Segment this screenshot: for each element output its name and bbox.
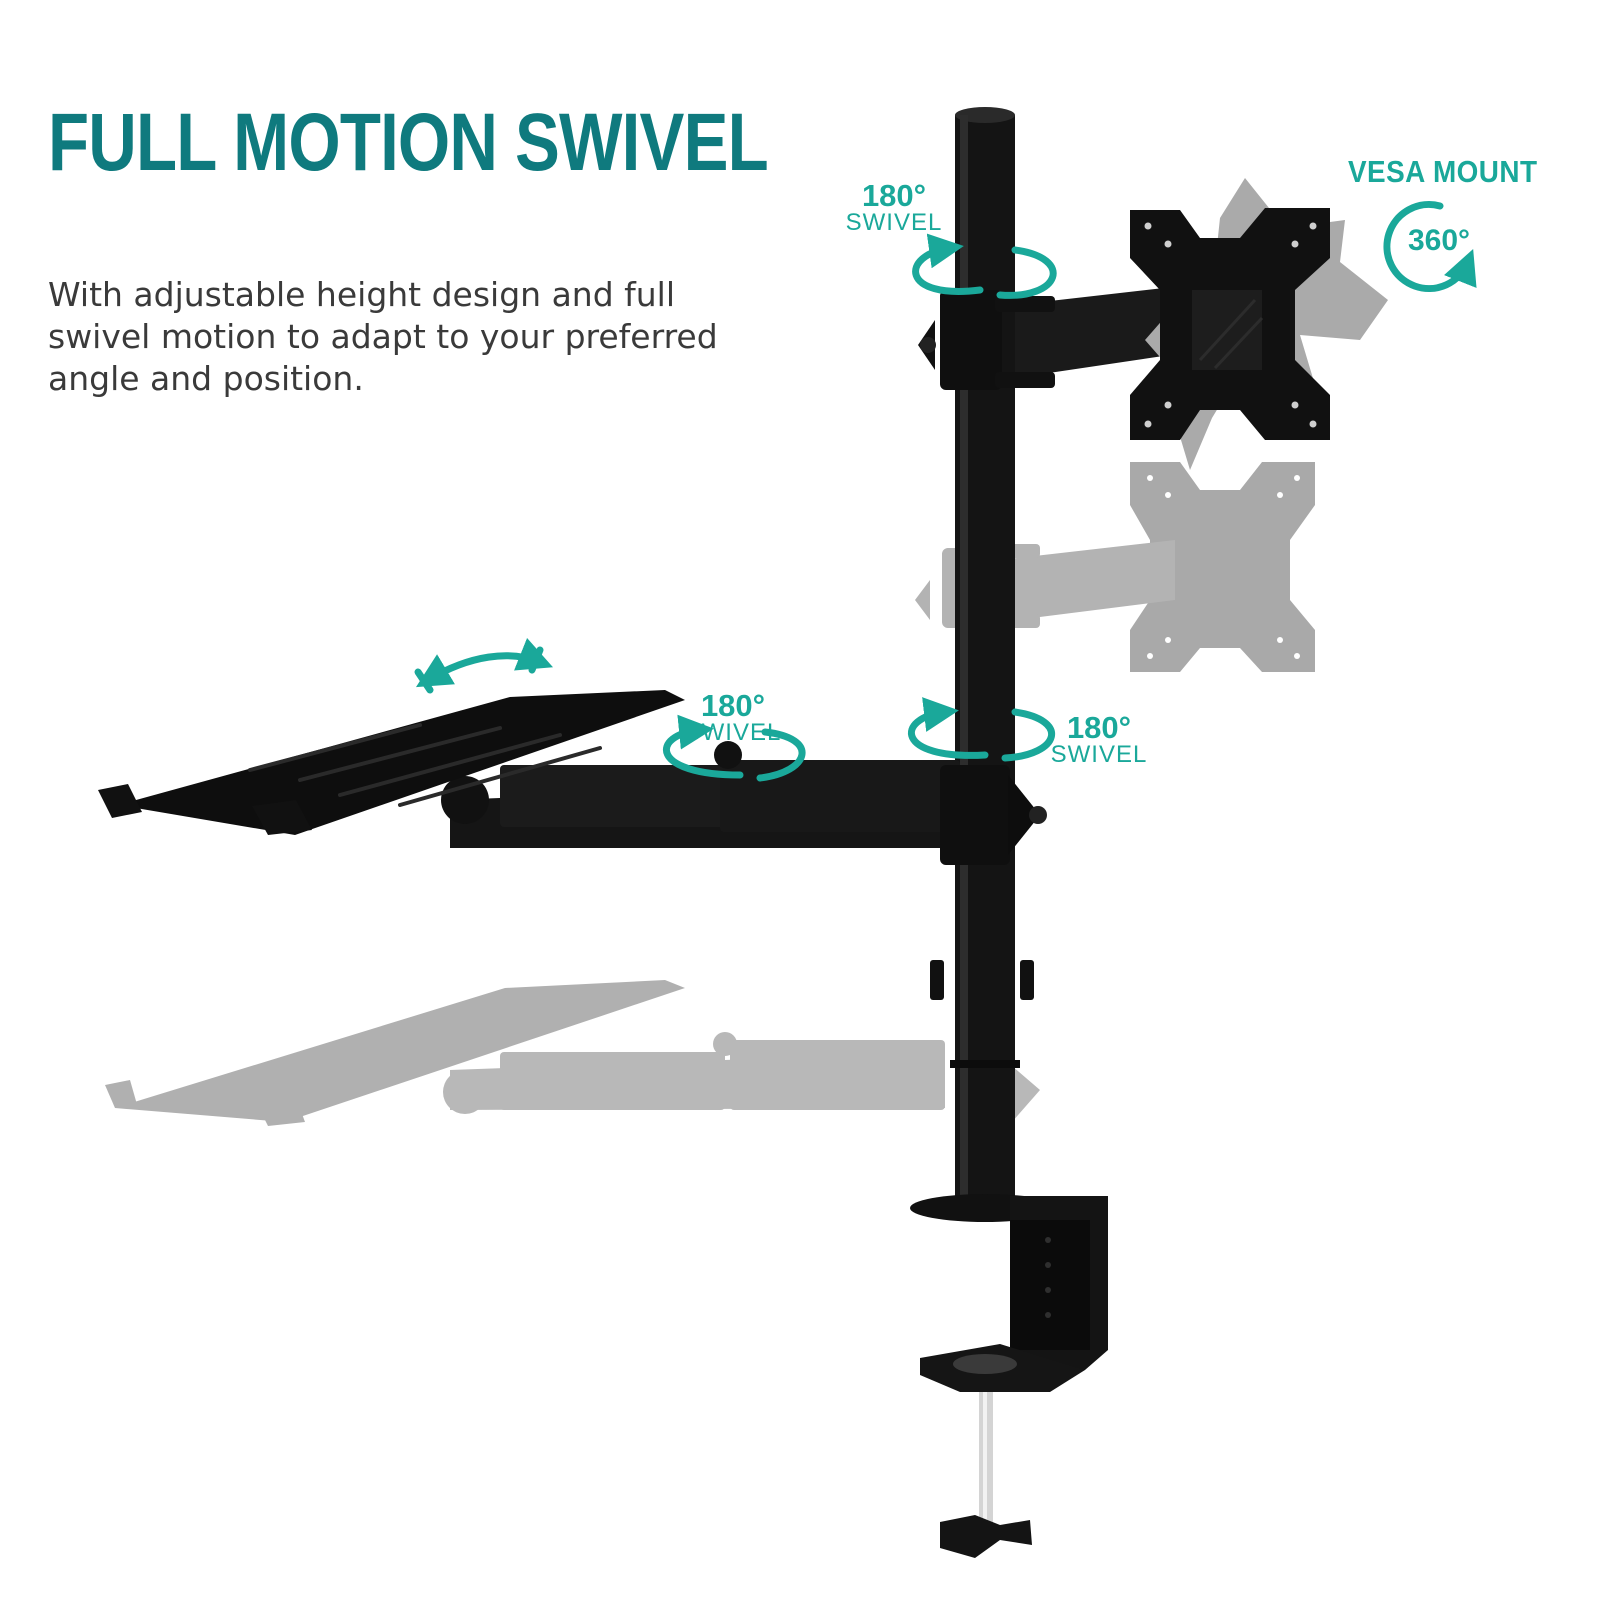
ghost-vesa-plate [1130, 462, 1315, 672]
swivel-arrow-icon [912, 233, 1057, 299]
swivel-label-top: 180° SWIVEL [845, 178, 943, 236]
monitor-arm [918, 285, 1190, 390]
laptop-tray [98, 690, 685, 835]
vesa-mount-label: VESA MOUNT [1348, 154, 1538, 189]
swivel-label-tray: 180° SWIVEL [684, 688, 782, 746]
swivel-arrow-icon [907, 697, 1056, 762]
pole [930, 107, 1034, 1215]
ghost-laptop-tray [105, 980, 685, 1126]
desk-clamp [910, 1194, 1108, 1558]
tilt-arrow-icon [414, 637, 554, 694]
vesa-plate [1130, 208, 1330, 440]
swivel-label-arm: 180° SWIVEL [1050, 710, 1148, 768]
description: With adjustable height design and full s… [48, 275, 718, 398]
ghost-laptop-arm [443, 1032, 1040, 1130]
swivel-arrow-icon [662, 714, 806, 782]
headline: FULL MOTION SWIVEL [48, 97, 769, 188]
ghost-monitor-arm [915, 540, 1175, 628]
rotation-arrow-icon [1383, 201, 1477, 292]
rotation-label: 360° [1407, 224, 1471, 257]
